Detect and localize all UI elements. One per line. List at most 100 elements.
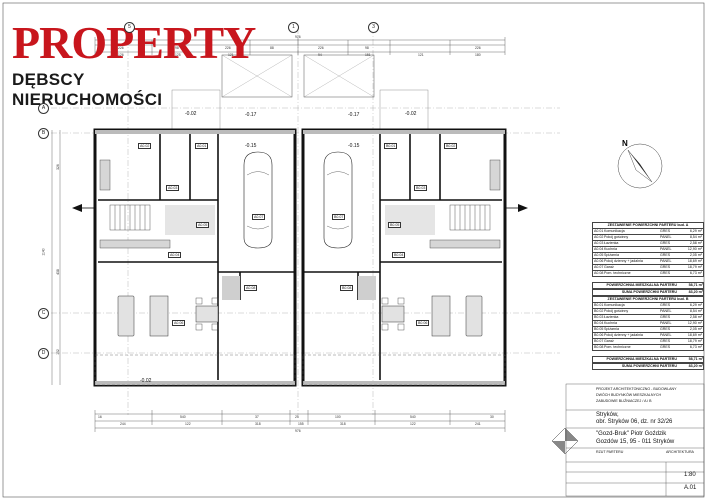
dim-bottom2: 244 [120, 422, 126, 426]
area-table-a: ZESTAWIENIE POWIERZCHNI PARTERU bud. A A… [592, 222, 704, 296]
logo-sub: DĘBSCY NIERUCHOMOŚCI [12, 70, 163, 109]
dim-total-top: 976 [295, 35, 301, 39]
dim-top2: 180 [475, 53, 481, 57]
dim-bottom2: 318 [255, 422, 261, 426]
logo: PROPERTY DĘBSCY NIERUCHOMOŚCI [12, 17, 256, 110]
dim-bottom: 30 [490, 415, 494, 419]
project-title-3: ZABUDOWIE BLIŹNIACZEJ / A i B [596, 399, 652, 403]
room-label: A0.02 [138, 143, 152, 149]
dim-top2: 121 [228, 53, 234, 57]
level-mark: -0.15 [348, 143, 360, 149]
dim-bottom: 100 [335, 415, 341, 419]
room-label: B0.08 [340, 285, 354, 291]
dim-left: 1140 [41, 248, 46, 256]
project-title-2: DWÓCH BUDYNKÓW MIESZKALNYCH [596, 393, 662, 397]
axis-col-5: 5 [124, 22, 135, 33]
level-mark: -0.17 [348, 112, 360, 118]
dim-top: 88 [270, 46, 274, 50]
room-label: B0.06 [416, 320, 430, 326]
investor-line-1: "Gozd-Bruk" Piotr Goździk [596, 431, 667, 437]
dim-top: 226 [118, 46, 124, 50]
area-table-b: ZESTAWIENIE POWIERZCHNI PARTERU bud. B B… [592, 296, 704, 370]
room-label: B0.03 [414, 185, 428, 191]
dim-bottom2: 155 [298, 422, 304, 426]
dim-bottom: 540 [180, 415, 186, 419]
dim-bottom: 16 [98, 415, 102, 419]
site-key-icon [551, 427, 579, 455]
dim-total-bottom: 976 [295, 429, 301, 433]
dim-top: 98 [175, 46, 179, 50]
dim-top2: 125 [175, 53, 181, 57]
dim-top: 226 [475, 46, 481, 50]
location-line-2: obr. Stryków 06, dz. nr 32/26 [596, 419, 673, 425]
dim-top: 226 [318, 46, 324, 50]
project-title: PROJEKT ARCHITEKTONICZNO - BUDOWLANY [596, 387, 677, 391]
dim-top2: 126 [118, 53, 124, 57]
room-label: B0.05 [388, 222, 402, 228]
axis-row-b: B [38, 128, 49, 139]
axis-col-3: 3 [368, 22, 379, 33]
dim-bottom: 25 [295, 415, 299, 419]
branch-name: ARCHITEKTURA [666, 450, 694, 454]
room-label: B0.04 [392, 252, 406, 258]
dim-bottom: 540 [410, 415, 416, 419]
sheet-number: A.01 [684, 485, 697, 491]
dim-left: 326 [55, 164, 60, 170]
table-title: ZESTAWIENIE POWIERZCHNI PARTERU bud. B [592, 296, 704, 303]
axis-row-a: A [38, 103, 49, 114]
table-title: ZESTAWIENIE POWIERZCHNI PARTERU bud. A [592, 222, 704, 229]
drawing-name: RZUT PARTERU [596, 450, 624, 454]
level-mark: -0.02 [405, 111, 417, 117]
dim-top2: 121 [418, 53, 424, 57]
scale: 1:80 [684, 472, 696, 478]
dim-bottom2: 122 [185, 422, 191, 426]
svg-text:N: N [622, 139, 628, 148]
dim-left: 438 [55, 269, 60, 275]
room-label: A0.07 [252, 214, 266, 220]
level-mark: -0.02 [140, 378, 152, 384]
dim-top: 98 [365, 46, 369, 50]
level-mark: -0.17 [245, 112, 257, 118]
dim-left: 152 [55, 349, 60, 355]
room-label: A0.06 [172, 320, 186, 326]
dim-bottom2: 122 [410, 422, 416, 426]
axis-row-d: D [38, 348, 49, 359]
axis-row-c: C [38, 308, 49, 319]
north-arrow-icon: N [617, 139, 663, 189]
dim-bottom: 37 [255, 415, 259, 419]
level-mark: -0.02 [185, 111, 197, 117]
room-label: A0.05 [196, 222, 210, 228]
axis-col-1: 1 [288, 22, 299, 33]
investor-line-2: Gozdów 15, 95 - 011 Stryków [596, 439, 675, 445]
title-block: PROJEKT ARCHITEKTONICZNO - BUDOWLANY DWÓ… [566, 384, 704, 496]
dim-top: 226 [225, 46, 231, 50]
room-label: B0.07 [332, 214, 346, 220]
room-label: B0.01 [384, 143, 398, 149]
room-label: A0.08 [244, 285, 258, 291]
dim-top2: 151 [365, 53, 371, 57]
logo-main: PROPERTY [12, 17, 256, 68]
dim-bottom2: 241 [475, 422, 481, 426]
dim-bottom2: 318 [340, 422, 346, 426]
room-label: B0.02 [444, 143, 458, 149]
